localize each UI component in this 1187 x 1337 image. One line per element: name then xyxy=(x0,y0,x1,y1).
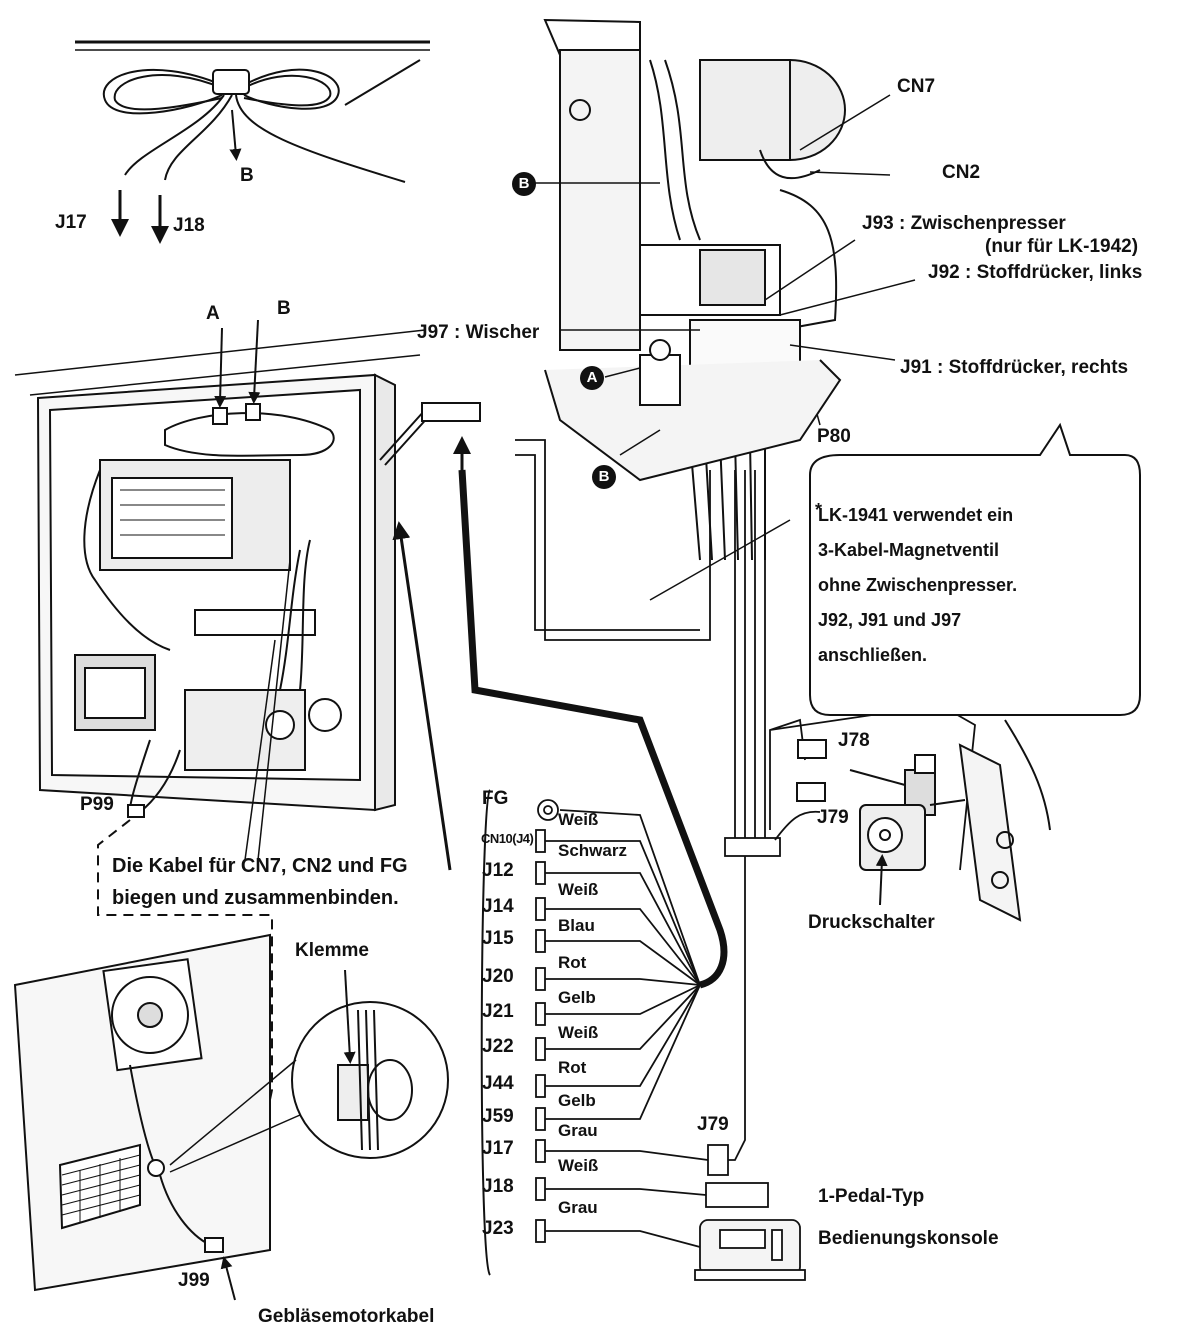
connector-id-cn10j4: CN10(J4) xyxy=(481,831,534,846)
j79-pneu-label: J79 xyxy=(817,807,849,828)
connector-wire xyxy=(545,984,701,1015)
head-cable-run xyxy=(515,439,976,1161)
connector-wire xyxy=(545,1230,701,1248)
connector-wire xyxy=(545,872,701,986)
connector-color-j21: Gelb xyxy=(558,988,596,1007)
connector-plug xyxy=(535,1219,546,1243)
connector-id-j21: J21 xyxy=(482,1001,514,1022)
p80-label: P80 xyxy=(817,426,851,447)
connector-plug xyxy=(535,1074,546,1098)
p99-label: P99 xyxy=(80,794,114,815)
clamp-b-label: B xyxy=(277,298,291,319)
connector-wire xyxy=(545,984,701,1050)
connector-id-j23: J23 xyxy=(482,1218,514,1239)
note-text: LK-1941 verwendet ein 3-Kabel-Magnetvent… xyxy=(818,498,1108,673)
note-bubble xyxy=(809,422,1141,716)
connector-plug xyxy=(535,829,546,853)
connector-color-j23: Grau xyxy=(558,1198,598,1217)
bend-note-line2: biegen und zusammenbinden. xyxy=(112,887,399,909)
note-line: 3-Kabel-Magnetventil xyxy=(818,540,1000,560)
connector-wire xyxy=(545,940,701,986)
connector-plug xyxy=(535,1037,546,1061)
connector-id-j22: J22 xyxy=(482,1036,514,1057)
fan-cable-label: Gebläsemotorkabel xyxy=(258,1306,435,1327)
note-line: J92, J91 und J97 xyxy=(818,610,962,630)
connector-wire xyxy=(545,978,701,986)
connector-plug xyxy=(535,1139,546,1163)
badge-b-upper: B xyxy=(512,172,536,196)
connector-block xyxy=(480,789,806,1281)
connector-color-j20: Rot xyxy=(558,953,587,972)
j97-label: J97 : Wischer xyxy=(417,322,540,343)
connector-plug xyxy=(535,1002,546,1026)
connector-id-j59: J59 xyxy=(482,1106,514,1127)
j93-note-label: (nur für LK-1942) xyxy=(985,236,1139,257)
note-line: anschließen. xyxy=(818,645,928,665)
connector-wire xyxy=(545,1188,707,1196)
connector-id-j44: J44 xyxy=(482,1073,514,1094)
top-clamp-label: B xyxy=(240,165,254,186)
connector-color-j14: Weiß xyxy=(558,880,599,899)
j99-label: J99 xyxy=(178,1270,210,1291)
j93-label: J93 : Zwischenpresser xyxy=(862,213,1066,234)
j92-label: J92 : Stoffdrücker, links xyxy=(928,262,1143,283)
connector-plug xyxy=(535,897,546,921)
console-label: Bedienungskonsole xyxy=(818,1228,999,1249)
pneumatic-regulator xyxy=(796,719,1051,922)
connector-color-j59: Gelb xyxy=(558,1091,596,1110)
fan-cable-route xyxy=(97,819,273,1221)
connector-wire xyxy=(545,1150,709,1161)
connector-id-j17: J17 xyxy=(482,1138,514,1159)
note-marker: * xyxy=(815,500,823,520)
bend-note-line1: Die Kabel für CN7, CN2 und FG xyxy=(112,855,408,877)
note-line: ohne Zwischenpresser. xyxy=(818,575,1018,595)
j78-label: J78 xyxy=(838,730,870,751)
badge-b-lower: B xyxy=(592,465,616,489)
connector-plug xyxy=(535,967,546,991)
connector-color-j18: Weiß xyxy=(558,1156,599,1175)
main-cable-leader xyxy=(453,436,728,989)
connector-wire xyxy=(545,984,701,1087)
connector-wire xyxy=(545,840,701,986)
connector-id-j12: J12 xyxy=(482,860,514,881)
fan-panel xyxy=(13,933,449,1301)
j91-label: J91 : Stoffdrücker, rechts xyxy=(900,357,1129,378)
pressure-switch-label: Druckschalter xyxy=(808,912,935,933)
clamp-a-label: A xyxy=(206,303,220,324)
badge-a: A xyxy=(580,366,604,390)
connector-color-j17: Grau xyxy=(558,1121,598,1140)
connector-id-j20: J20 xyxy=(482,966,514,987)
connector-id-fg: FG xyxy=(482,788,509,809)
klemme-label: Klemme xyxy=(295,940,369,961)
connector-plug xyxy=(535,1107,546,1131)
arrow-j18-label: J18 xyxy=(173,215,205,236)
cn2-label: CN2 xyxy=(942,162,981,183)
connector-wire xyxy=(545,908,701,986)
connector-wire xyxy=(545,984,701,1120)
connector-plug xyxy=(535,861,546,885)
connector-id-j18: J18 xyxy=(482,1176,514,1197)
connector-color-j44: Rot xyxy=(558,1058,587,1077)
connector-id-j15: J15 xyxy=(482,928,514,949)
connector-color-cn10j4: Weiß xyxy=(558,810,599,829)
connector-id-j14: J14 xyxy=(482,896,514,917)
connector-color-j22: Weiß xyxy=(558,1023,599,1042)
arrow-j17-label: J17 xyxy=(55,212,87,233)
control-box xyxy=(14,319,481,871)
connector-plug xyxy=(535,929,546,953)
j79-peripheral-label: J79 xyxy=(697,1114,729,1135)
top-cable-detail xyxy=(75,40,430,244)
connector-color-j12: Schwarz xyxy=(558,841,627,860)
connector-plug xyxy=(535,1177,546,1201)
connector-color-j15: Blau xyxy=(558,916,595,935)
pedal-label: 1-Pedal-Typ xyxy=(818,1186,925,1207)
machine-head xyxy=(535,18,916,561)
cn7-label: CN7 xyxy=(897,76,936,97)
note-line: LK-1941 verwendet ein xyxy=(818,505,1014,525)
